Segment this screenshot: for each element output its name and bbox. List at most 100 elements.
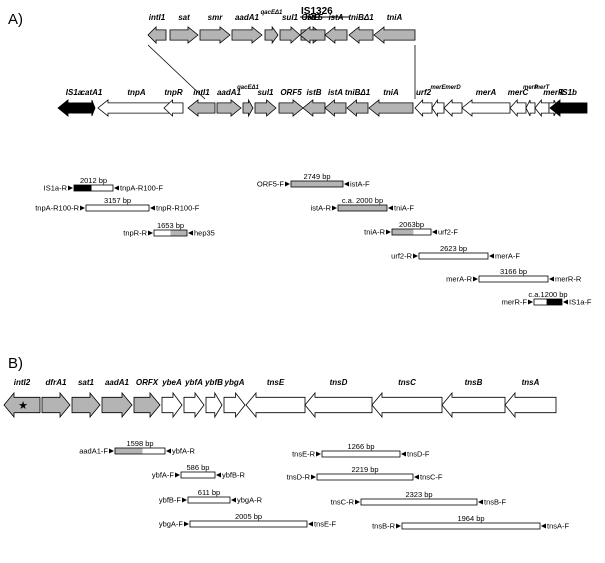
panel-a-pcr-bar-segment <box>479 276 548 282</box>
top-row-gene-label-orf5-6: ORF5 <box>301 13 323 22</box>
bottom-row-gene-label-mera-16: merA <box>476 88 497 97</box>
panel-a-pcr-bar-outline <box>337 204 388 212</box>
panel-a-pcr-bar-outline <box>73 184 114 192</box>
primer-arrow-icon <box>489 253 494 259</box>
panel-a-primer-right-label: istA-F <box>350 180 370 189</box>
panel-b-row-gene-sat1-2 <box>71 391 101 419</box>
panel-a-pcr-bar-segment <box>170 230 187 236</box>
bottom-row-gene-sul1-7 <box>254 99 277 117</box>
top-row-gene-aada1-3 <box>231 26 263 44</box>
bottom-row-gene-label-merc-17: merC <box>508 88 529 97</box>
panel-a-pcr-bar-segment <box>413 229 431 235</box>
panel-a-pcr-bar-segment <box>534 299 547 305</box>
panel-a-primer-right-label: urf2-F <box>438 228 458 237</box>
panel-b-pcr-bar-outline <box>189 520 308 528</box>
panel-a-pcr-bar-outline <box>85 204 150 212</box>
panel-a-pcr-size-label: c.a. 2000 bp <box>342 196 383 205</box>
bottom-row-gene-label-aada1-5: aadA1 <box>217 88 242 97</box>
is1326-label: IS1326 <box>301 6 333 17</box>
primer-arrow-icon <box>166 448 171 454</box>
bottom-row-gene-mere-14 <box>431 98 445 118</box>
primer-arrow-icon <box>528 299 533 305</box>
panel-b-row-gene-ybga-8 <box>223 391 246 419</box>
panel-b-row-gene-label-sat1-2: sat1 <box>78 378 95 387</box>
panel-a-pcr-bar-outline <box>290 180 344 188</box>
top-row-gene-ista-8 <box>324 26 348 44</box>
panel-b-primer-right-label: tnsB-F <box>484 498 507 507</box>
top-row-gene-label-tnib-1-9: tniBΔ1 <box>348 13 374 22</box>
panel-a-primer-left-label: merA-R <box>446 275 472 284</box>
bottom-row-gene-label-mert-19: merT <box>535 85 551 91</box>
panel-b-row-gene-ybfa-6 <box>183 391 205 419</box>
panel-b-pcr-bar-segment <box>402 523 540 529</box>
panel-b-row-gene-tnsa-13 <box>504 391 557 419</box>
panel-b-primer-left-label: tnsD-R <box>287 473 311 482</box>
panel-b-primer-right-label: ybfB-R <box>222 471 246 480</box>
primer-arrow-icon <box>182 497 187 503</box>
panel-b-primer-right-label: ybfA-R <box>172 447 196 456</box>
panel-b-primer-left-label: tnsB-R <box>372 522 396 531</box>
panel-b-pcr-bar-outline <box>360 498 478 506</box>
panel-b-row-gene-orfx-4 <box>133 391 161 419</box>
bottom-row-gene-label-cata1-1: catA1 <box>81 88 103 97</box>
zoom-line-left <box>147 44 206 100</box>
bottom-row-gene-label-merd-15: merD <box>445 85 461 91</box>
panel-b-row-gene-label-ybga-8: ybgA <box>224 378 245 387</box>
panel-a-label: A) <box>8 11 23 28</box>
panel-a-pcr-bar-segment <box>392 229 414 235</box>
bottom-row-gene-label-orf5-8: ORF5 <box>280 88 302 97</box>
bottom-row-gene-urf2-13 <box>414 99 433 117</box>
primer-arrow-icon <box>109 448 114 454</box>
panel-b-row-gene-label-orfx-4: ORFX <box>136 378 159 387</box>
primer-arrow-icon <box>231 497 236 503</box>
panel-b-primer-left-label: tnsC-R <box>331 498 355 507</box>
primer-arrow-icon <box>563 299 568 305</box>
panel-a-primer-right-label: merR-R <box>555 275 582 284</box>
panel-b-pcr-size-label: 2219 bp <box>351 465 378 474</box>
panel-a-primer-left-label: istA-R <box>311 204 332 213</box>
panel-a-primer-left-label: tnpR-R <box>123 229 147 238</box>
panel-b-pcr-size-label: 2323 bp <box>405 490 432 499</box>
bottom-row-gene-label-mere-14: merE <box>430 85 446 91</box>
panel-b-primer-right-label: tnsD-F <box>407 450 430 459</box>
bottom-row-gene-label-qace-1-6: qacEΔ1 <box>237 85 259 91</box>
top-row-gene-smr-2 <box>199 26 231 44</box>
top-row-gene-sat-1 <box>169 26 199 44</box>
primer-arrow-icon <box>388 205 393 211</box>
primer-arrow-icon <box>414 474 419 480</box>
panel-a-pcr-size-label: 3166 bp <box>500 267 527 276</box>
primer-arrow-icon <box>285 181 290 187</box>
bottom-row-gene-mert-19 <box>534 98 550 118</box>
panel-a-pcr-size-label: 2749 bp <box>303 172 330 181</box>
panel-a-pcr-size-label: 2623 bp <box>440 244 467 253</box>
panel-b-pcr-bar-segment <box>361 499 477 505</box>
panel-b-row-gene-tnse-9 <box>245 391 306 419</box>
panel-b-row-gene-ybfb-7 <box>205 391 223 419</box>
bottom-row-gene-is1a-0 <box>57 99 91 117</box>
top-row-gene-sul1-5 <box>279 26 301 44</box>
panel-a-pcr-bar-segment <box>291 181 343 187</box>
panel-b-pcr-bar-outline <box>316 473 414 481</box>
panel-b-pcr-size-label: 1598 bp <box>126 439 153 448</box>
top-row-gene-label-tnia-10: tniA <box>387 13 403 22</box>
panel-b-row-gene-label-inti2-0: intI2 <box>14 378 31 387</box>
top-row-gene-label-aada1-3: aadA1 <box>235 13 260 22</box>
panel-b-pcr-size-label: 1266 bp <box>347 442 374 451</box>
panel-a-primer-left-label: urf2-R <box>391 252 412 261</box>
panel-a-pcr-bar-segment <box>86 205 149 211</box>
panel-a-pcr-product-7: 3166 bp merA-R merR-R <box>446 267 582 284</box>
panel-b-label: B) <box>8 355 23 372</box>
panel-a-primer-left-label: tnpA-R100-R <box>35 204 79 213</box>
primer-arrow-icon <box>68 185 73 191</box>
top-row-gene-tnia-10 <box>373 26 416 44</box>
bottom-row-gene-tnib-1-11 <box>346 99 369 117</box>
panel-b-primer-left-label: tnsE-R <box>292 450 316 459</box>
